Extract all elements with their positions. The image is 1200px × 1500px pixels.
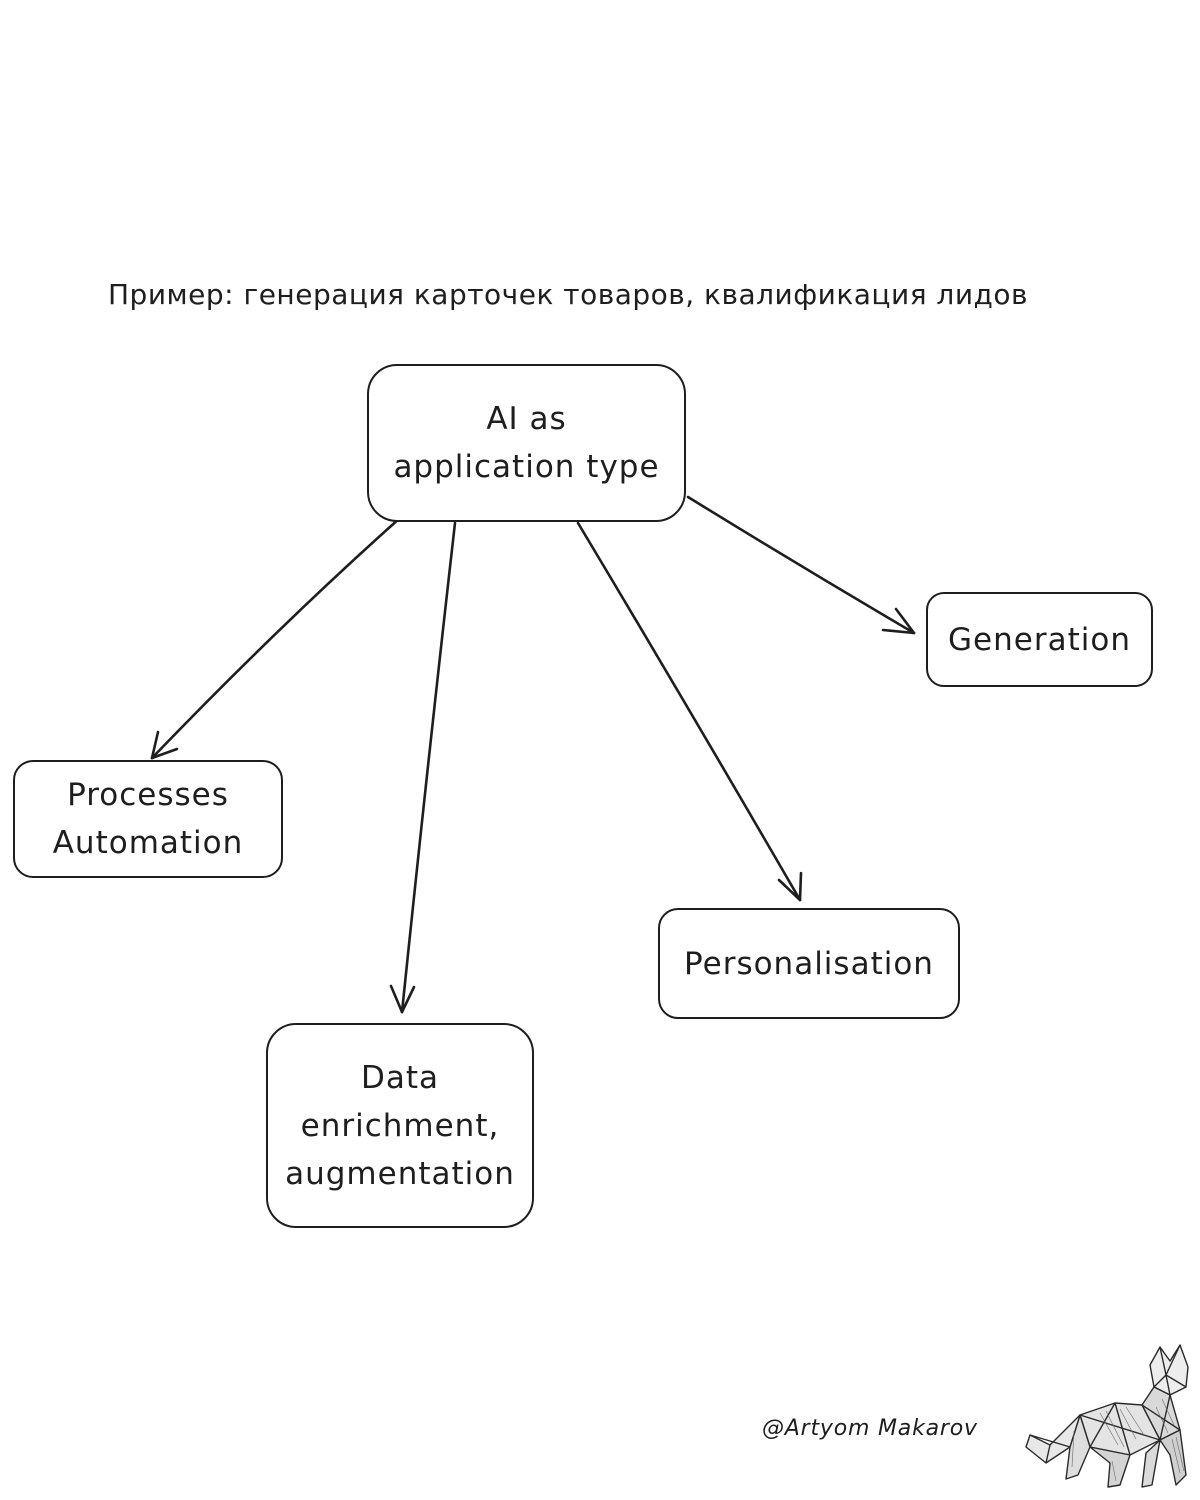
node-ai-as-application-type: AI as application type — [367, 364, 686, 522]
arrow-root-to-processes — [150, 516, 402, 760]
arrow-root-to-data — [389, 521, 457, 1014]
node-label: Processes Automation — [52, 777, 244, 861]
author-signature: @Artyom Makarov — [762, 1416, 978, 1441]
node-processes-automation: Processes Automation — [13, 760, 283, 878]
node-personalisation: Personalisation — [658, 908, 960, 1019]
node-label: AI as application type — [393, 401, 660, 485]
node-label: Personalisation — [684, 945, 934, 982]
arrow-root-to-generation — [686, 495, 916, 635]
node-data-enrichment: Data enrichment, augmentation — [266, 1023, 534, 1228]
node-label: Data enrichment, augmentation — [285, 1059, 515, 1192]
example-caption: Пример: генерация карточек товаров, квал… — [108, 278, 1029, 311]
origami-cat-icon — [1025, 1344, 1189, 1488]
node-label: Generation — [948, 621, 1131, 658]
node-generation: Generation — [926, 592, 1153, 687]
arrow-root-to-personalisation — [576, 521, 803, 902]
